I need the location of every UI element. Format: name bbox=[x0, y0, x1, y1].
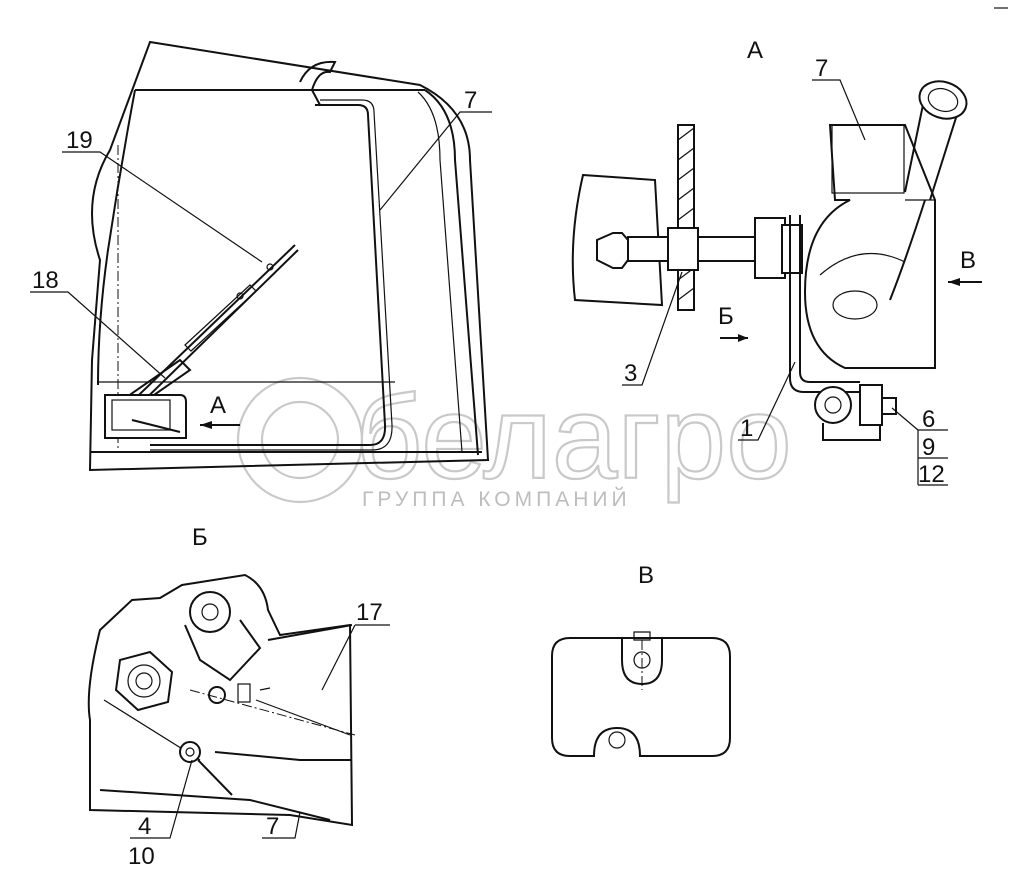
cab-door-view: А 19 18 7 bbox=[30, 40, 492, 472]
watermark: белагро ГРУППА КОМПАНИЙ bbox=[236, 371, 793, 511]
callout-7-a-label: 7 bbox=[815, 55, 828, 82]
callout-9-label: 9 bbox=[922, 434, 935, 461]
callout-10-label: 10 bbox=[128, 843, 155, 870]
callout-6-label: 6 bbox=[922, 406, 935, 433]
door-frame-right bbox=[424, 89, 479, 456]
callout-1-label: 1 bbox=[740, 415, 753, 442]
shaft-bolt bbox=[596, 217, 803, 279]
callout-7-b-label: 7 bbox=[266, 813, 279, 840]
view-v-arrow-label: В bbox=[960, 247, 976, 274]
callout-3-label: 3 bbox=[624, 360, 637, 387]
wiper-motor bbox=[104, 394, 187, 439]
washer-tube bbox=[150, 104, 387, 446]
callout-18-label: 18 bbox=[32, 267, 59, 294]
view-b-title: Б bbox=[192, 524, 208, 551]
callout-7-main: 7 bbox=[379, 87, 492, 211]
callout-1: 1 bbox=[738, 361, 796, 442]
bracket-plate-edge bbox=[789, 215, 860, 393]
view-a-tube bbox=[889, 80, 968, 301]
view-v-arrow: В bbox=[948, 247, 982, 286]
callout-7-main-label: 7 bbox=[464, 87, 477, 114]
view-a-bottom-bolt bbox=[814, 384, 897, 441]
tube-clip bbox=[299, 60, 337, 106]
view-a-arrow-label: А bbox=[210, 392, 226, 419]
view-b: Б bbox=[87, 524, 390, 870]
mount-block bbox=[571, 173, 664, 307]
callout-17-label: 17 bbox=[356, 599, 383, 626]
callout-18: 18 bbox=[30, 267, 166, 379]
callout-7-b: 7 bbox=[262, 811, 301, 840]
watermark-subtitle: ГРУППА КОМПАНИЙ bbox=[362, 487, 631, 511]
wiper-blade bbox=[117, 244, 299, 421]
callout-4-label: 4 bbox=[138, 813, 151, 840]
view-v: В bbox=[551, 562, 731, 757]
callout-6-9-12: 6 9 12 bbox=[891, 406, 948, 488]
bracket-plate bbox=[799, 215, 860, 383]
callout-7-a: 7 bbox=[812, 55, 866, 141]
view-b-arrow: Б bbox=[718, 303, 748, 342]
washer-tube-inner bbox=[150, 99, 393, 451]
view-b-linkage bbox=[184, 591, 356, 736]
view-a-arrow: А bbox=[200, 392, 240, 429]
view-b-centre-line bbox=[189, 689, 356, 736]
callout-17: 17 bbox=[321, 599, 390, 691]
callout-19: 19 bbox=[62, 127, 263, 263]
callout-19-label: 19 bbox=[66, 127, 93, 154]
view-b-motor bbox=[214, 624, 353, 761]
door-outline bbox=[88, 40, 490, 472]
view-b-pin bbox=[99, 741, 331, 821]
view-a-motor bbox=[803, 124, 936, 369]
view-a-title: А bbox=[747, 37, 763, 64]
callout-3: 3 bbox=[622, 271, 683, 387]
callout-4-10: 4 10 bbox=[128, 759, 193, 870]
view-b-arrow-label: Б bbox=[718, 303, 734, 330]
door-frame-left bbox=[97, 89, 136, 386]
mounting-plate bbox=[551, 631, 731, 757]
view-b-hex-nut bbox=[103, 650, 201, 761]
watermark-brand: белагро bbox=[355, 372, 792, 504]
callout-12-label: 12 bbox=[918, 461, 945, 488]
plate-hole-bottom bbox=[608, 731, 626, 749]
view-v-title: В bbox=[638, 562, 654, 589]
watermark-logo-inner bbox=[260, 400, 340, 480]
hatched-panel bbox=[677, 124, 695, 311]
door-frame-right-inner bbox=[417, 91, 463, 453]
view-a: А bbox=[571, 37, 982, 488]
watermark-logo-ring bbox=[236, 376, 364, 504]
